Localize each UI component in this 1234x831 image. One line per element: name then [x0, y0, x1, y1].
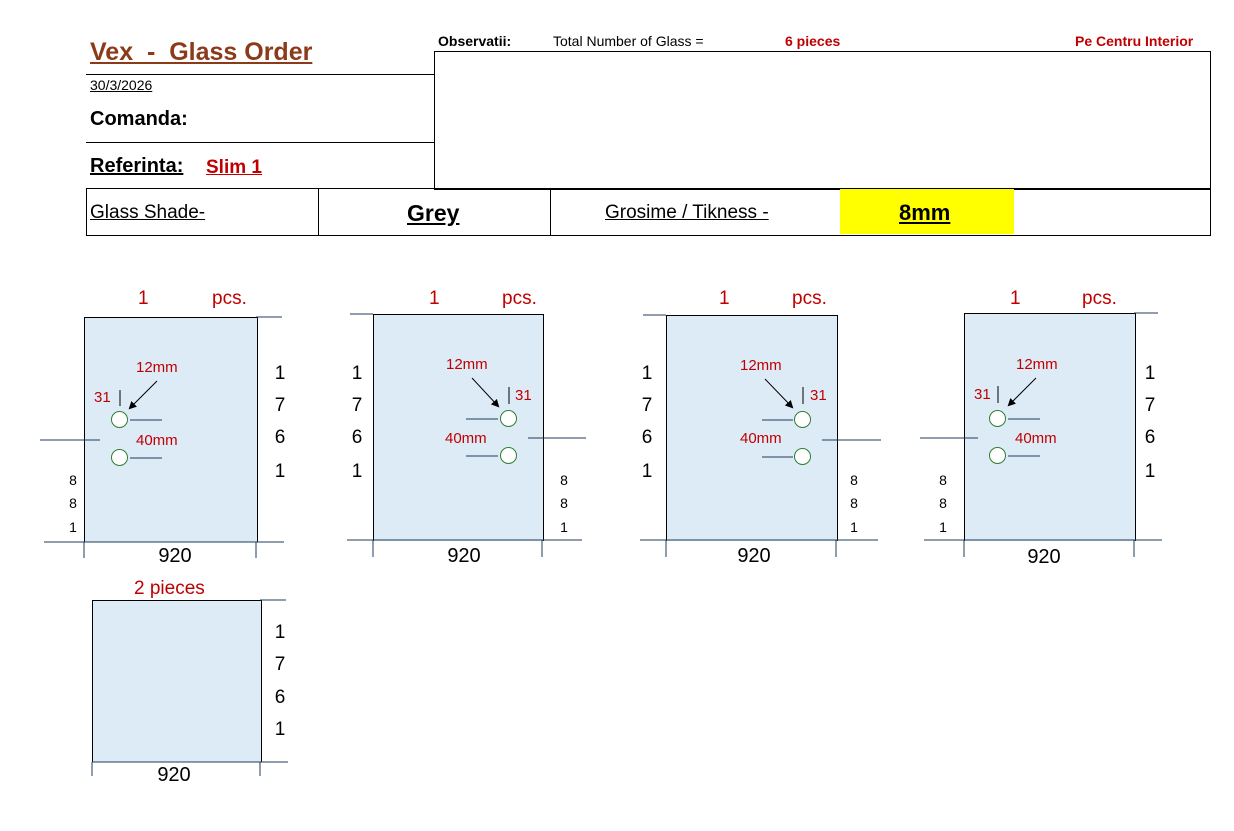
offset-digit: 8	[850, 495, 858, 511]
offset-digit: 1	[69, 519, 77, 535]
offset-digit: 1	[939, 519, 947, 535]
width-dimension: 920	[158, 545, 192, 567]
height-digit: 7	[274, 654, 286, 675]
width-dimension: 920	[447, 545, 481, 567]
drill-hole	[500, 447, 517, 464]
height-digit: 1	[1144, 363, 1156, 384]
height-digit: 6	[1144, 427, 1156, 448]
referinta-label: Referinta:	[90, 155, 184, 177]
offset-digit: 8	[939, 472, 947, 488]
edge-distance-label: 31	[94, 389, 111, 406]
specs-row	[86, 188, 1211, 236]
panel-qty-label: 2 pieces	[134, 578, 205, 599]
shade-value: Grey	[407, 200, 460, 226]
position-note: Pe Centru Interior	[1075, 33, 1194, 49]
height-digit: 6	[351, 427, 363, 448]
divider	[86, 142, 434, 143]
drill-hole	[989, 410, 1006, 427]
glass-panel	[84, 317, 258, 542]
offset-digit: 8	[560, 495, 568, 511]
glass-panel	[92, 600, 262, 762]
thickness-label: Grosime / Tikness -	[605, 202, 769, 223]
hole-spacing-label: 40mm	[1015, 430, 1057, 447]
height-digit: 7	[1144, 395, 1156, 416]
offset-digit: 8	[69, 472, 77, 488]
height-digit: 7	[351, 395, 363, 416]
drill-hole	[989, 447, 1006, 464]
offset-digit: 1	[850, 519, 858, 535]
offset-digit: 8	[560, 472, 568, 488]
glass-panel	[666, 315, 838, 541]
divider	[86, 74, 434, 75]
observatii-box	[434, 51, 1211, 190]
height-digit: 1	[641, 461, 653, 482]
drill-hole	[500, 410, 517, 427]
height-digit: 1	[274, 461, 286, 482]
hole-spacing-label: 40mm	[136, 432, 178, 449]
panel-unit: pcs.	[212, 288, 247, 309]
hole-diameter-label: 12mm	[136, 359, 178, 376]
panel-unit: pcs.	[502, 288, 537, 309]
height-digit: 1	[351, 461, 363, 482]
total-glass-value: 6 pieces	[785, 33, 841, 49]
shade-label: Glass Shade-	[90, 202, 206, 223]
hole-diameter-label: 12mm	[446, 356, 488, 373]
height-digit: 1	[274, 622, 286, 643]
height-digit: 1	[641, 363, 653, 384]
panel-qty: 1	[719, 288, 730, 309]
offset-digit: 1	[560, 519, 568, 535]
hole-diameter-label: 12mm	[740, 357, 782, 374]
offset-digit: 8	[939, 495, 947, 511]
width-dimension: 920	[1027, 546, 1061, 568]
panel-qty: 1	[1010, 288, 1021, 309]
panel-qty: 1	[429, 288, 440, 309]
drill-hole	[111, 449, 128, 466]
observatii-label: Observatii:	[438, 33, 512, 49]
referinta-value: Slim 1	[206, 157, 262, 178]
height-digit: 1	[274, 719, 286, 740]
hole-spacing-label: 40mm	[740, 430, 782, 447]
panel-unit: pcs.	[792, 288, 827, 309]
height-digit: 7	[641, 395, 653, 416]
drill-hole	[794, 448, 811, 465]
hole-diameter-label: 12mm	[1016, 356, 1058, 373]
offset-digit: 8	[69, 495, 77, 511]
height-digit: 1	[1144, 461, 1156, 482]
edge-distance-label: 31	[974, 386, 991, 403]
drill-hole	[794, 411, 811, 428]
edge-distance-label: 31	[515, 387, 532, 404]
height-digit: 7	[274, 395, 286, 416]
hole-spacing-label: 40mm	[445, 430, 487, 447]
width-dimension: 920	[157, 764, 191, 786]
panel-unit: pcs.	[1082, 288, 1117, 309]
total-glass-label: Total Number of Glass =	[553, 33, 704, 49]
height-digit: 6	[274, 687, 286, 708]
height-digit: 6	[274, 427, 286, 448]
edge-distance-label: 31	[810, 387, 827, 404]
height-digit: 1	[274, 363, 286, 384]
glass-panel	[373, 314, 544, 541]
thickness-value: 8mm	[899, 200, 951, 225]
comanda-label: Comanda:	[90, 108, 188, 130]
order-date: 30/3/2026	[90, 77, 153, 93]
thickness-highlight	[840, 189, 1014, 234]
order-title: Vex - Glass Order	[90, 38, 313, 66]
glass-panel	[964, 313, 1136, 541]
width-dimension: 920	[737, 545, 771, 567]
height-digit: 6	[641, 427, 653, 448]
drill-hole	[111, 411, 128, 428]
panel-qty: 1	[138, 288, 149, 309]
cell-divider	[550, 188, 551, 235]
offset-digit: 8	[850, 472, 858, 488]
height-digit: 1	[351, 363, 363, 384]
cell-divider	[318, 188, 319, 235]
